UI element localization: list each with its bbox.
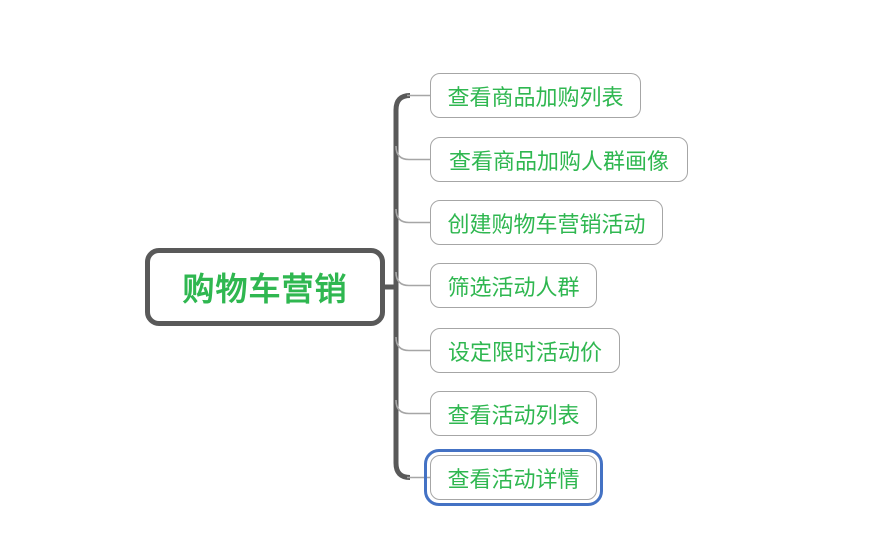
topic-node-filter-campaign-audience[interactable]: 筛选活动人群	[430, 263, 597, 308]
topic-label: 查看活动列表	[447, 403, 580, 429]
trunk-connector	[385, 93, 411, 480]
topic-node-view-campaign-detail[interactable]: 查看活动详情	[424, 449, 603, 506]
topic-label: 查看商品加购列表	[447, 85, 624, 111]
topic-node-create-cart-campaign[interactable]: 创建购物车营销活动	[430, 200, 663, 245]
topic-node-add-to-cart-audience-profile[interactable]: 查看商品加购人群画像	[430, 137, 688, 182]
topic-label: 设定限时活动价	[447, 340, 602, 366]
topic-node-view-campaign-list[interactable]: 查看活动列表	[430, 391, 597, 436]
topic-label: 创建购物车营销活动	[447, 212, 646, 238]
topic-label: 筛选活动人群	[447, 275, 580, 301]
root-topic-node[interactable]: 购物车营销	[145, 248, 385, 326]
root-topic-label: 购物车营销	[182, 270, 348, 308]
topic-node-add-to-cart-list[interactable]: 查看商品加购列表	[430, 73, 641, 118]
topic-node-set-limited-time-price[interactable]: 设定限时活动价	[430, 328, 620, 373]
branch-connectors	[395, 94, 430, 479]
topic-label: 查看活动详情	[447, 467, 580, 493]
topic-label: 查看商品加购人群画像	[448, 149, 669, 175]
